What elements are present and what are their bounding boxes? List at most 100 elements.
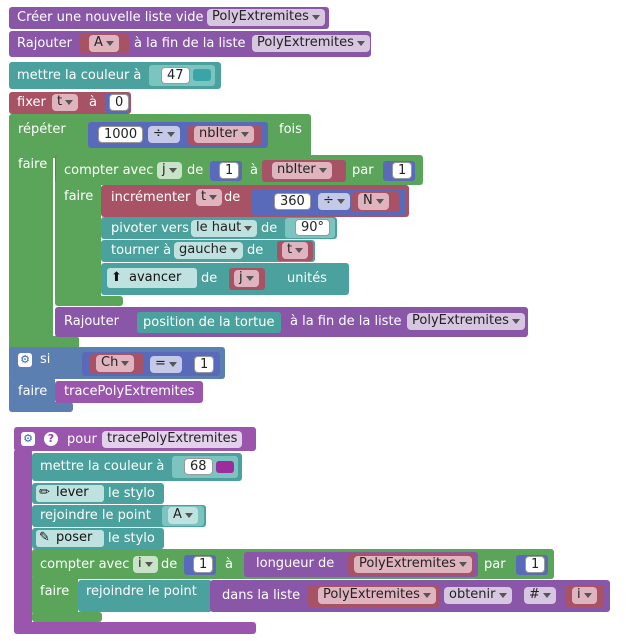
list-dropdown-2[interactable]: PolyExtremites	[407, 313, 525, 330]
variable-dropdown-t2[interactable]: t	[196, 189, 223, 206]
length-of-block[interactable]: longueur de PolyExtremites	[244, 552, 478, 577]
index-mode-dropdown[interactable]: #	[524, 587, 556, 604]
variable-dropdown-t3[interactable]: t	[282, 242, 309, 259]
index-var-socket: i	[566, 585, 604, 607]
step-socket: 1	[383, 161, 415, 181]
variable-dropdown-t[interactable]: t	[52, 94, 79, 111]
move-block[interactable]: ⬆ avancer de j unités	[101, 263, 349, 295]
variable-dropdown-j[interactable]: j	[157, 162, 182, 179]
count-i-label: compter avec	[40, 557, 130, 572]
operator-dropdown-2[interactable]: ÷	[318, 193, 350, 210]
in-list-label: dans la liste	[222, 588, 301, 603]
to-label-j: à	[250, 163, 258, 178]
divide-socket: 1000 ÷ nbIter	[88, 122, 268, 148]
to-label: à	[89, 95, 97, 110]
color-number-socket: 47	[149, 65, 215, 86]
pen-down-label: poser	[56, 530, 93, 545]
to-socket: nbIter	[262, 160, 346, 182]
number-socket: 0	[105, 93, 130, 113]
pen-up-dropdown[interactable]: ✏ lever	[36, 485, 104, 502]
goto-var-socket: A	[162, 506, 204, 526]
gear-icon-proc[interactable]: ⚙	[21, 432, 35, 446]
list-dropdown[interactable]: PolyExtremites	[252, 35, 370, 52]
set-color-block[interactable]: mettre la couleur à 47	[9, 62, 221, 89]
compare-operator-dropdown[interactable]: =	[150, 356, 182, 373]
goto-point-label: rejoindre le point	[40, 508, 151, 523]
ch-socket: Ch	[90, 354, 144, 374]
count-i-do-label: faire	[40, 584, 70, 599]
number-input-360[interactable]: 360	[274, 193, 311, 210]
get-mode-dropdown[interactable]: obtenir	[444, 587, 512, 604]
turn-var-socket: t	[277, 241, 313, 261]
color-swatch[interactable]	[193, 69, 211, 81]
append-position-block[interactable]: Rajouter position de la tortue à la fin …	[55, 307, 528, 337]
proc-color-swatch[interactable]	[216, 461, 234, 473]
call-procedure-block[interactable]: tracePolyExtremites	[55, 381, 203, 403]
count-with-label: compter avec	[64, 163, 154, 178]
list-get-block[interactable]: dans la liste PolyExtremites obtenir # i	[210, 580, 610, 612]
pen-down-block[interactable]: ✎ poser le stylo	[32, 528, 164, 549]
position-reporter[interactable]: position de la tortue	[137, 312, 281, 333]
create-list-block[interactable]: Créer une nouvelle liste vide PolyExtrem…	[9, 7, 329, 29]
variable-dropdown-i2[interactable]: i	[572, 587, 597, 604]
count-i-by-label: par	[484, 557, 506, 572]
variable-dropdown-nbiter[interactable]: nbIter	[194, 126, 254, 143]
pitch-by-label: de	[261, 221, 278, 236]
turn-label: tourner à	[111, 243, 172, 258]
set-variable-block[interactable]: fixer t à 0	[9, 92, 131, 114]
arrow-up-icon: ⬆	[111, 270, 122, 285]
compare-socket: Ch = 1	[82, 352, 220, 376]
variable-dropdown-n[interactable]: N	[358, 193, 389, 210]
set-label: fixer	[17, 95, 46, 110]
count-i-from-input[interactable]: 1	[193, 556, 214, 573]
append-label: Rajouter	[17, 36, 72, 51]
number-input-zero[interactable]: 0	[109, 94, 130, 111]
procedure-name-field[interactable]: tracePolyExtremites	[102, 431, 243, 448]
pitch-direction-dropdown[interactable]: le haut	[191, 220, 258, 237]
step-input[interactable]: 1	[392, 162, 413, 179]
count-i-from-socket: 1	[184, 555, 216, 575]
variable-dropdown-a2[interactable]: A	[168, 507, 198, 524]
nbiter-socket: nbIter	[188, 125, 262, 145]
number-input-1000[interactable]: 1000	[98, 126, 144, 143]
help-icon[interactable]: ?	[44, 432, 58, 446]
pitch-block[interactable]: pivoter vers le haut de 90°	[101, 217, 337, 239]
append-position-label: Rajouter	[64, 314, 119, 329]
count-i-bottom	[32, 612, 102, 622]
list-variable-dropdown-2[interactable]: PolyExtremites	[354, 556, 472, 573]
compare-value-input[interactable]: 1	[194, 356, 215, 373]
variable-dropdown-nbiter-2[interactable]: nbIter	[272, 162, 332, 179]
gear-icon[interactable]: ⚙	[18, 353, 32, 367]
variable-dropdown-ch[interactable]: Ch	[96, 355, 135, 372]
pen-label-2: le stylo	[108, 531, 155, 546]
color-number-input[interactable]: 47	[161, 67, 190, 84]
n-socket: N	[352, 192, 400, 212]
move-by-label: de	[201, 271, 218, 286]
by-label: par	[352, 163, 374, 178]
goto-point-block[interactable]: rejoindre le point A	[32, 505, 206, 527]
turn-block[interactable]: tourner à gauche de t	[101, 240, 315, 262]
procedure-left-bar	[14, 449, 32, 629]
count-i-step-input[interactable]: 1	[525, 556, 546, 573]
proc-color-socket: 68	[172, 456, 238, 478]
pen-up-block[interactable]: ✏ lever le stylo	[32, 483, 164, 504]
variable-dropdown-j2[interactable]: j	[234, 270, 259, 287]
end-of-list-label: à la fin de la liste	[134, 36, 246, 51]
from-input[interactable]: 1	[219, 162, 240, 179]
proc-set-color-block[interactable]: mettre la couleur à 68	[32, 453, 242, 481]
angle-socket: 90°	[285, 218, 335, 238]
list-variable-dropdown[interactable]: PolyExtremites	[207, 9, 325, 26]
count-i-to-label: à	[225, 557, 233, 572]
proc-color-input[interactable]: 68	[184, 458, 213, 475]
angle-input[interactable]: 90°	[295, 219, 331, 236]
variable-dropdown-i[interactable]: i	[133, 556, 158, 573]
append-list-block[interactable]: Rajouter A à la fin de la liste PolyExtr…	[9, 31, 371, 57]
turn-direction-dropdown[interactable]: gauche	[174, 242, 243, 259]
goto-list-point-block[interactable]: rejoindre le point	[78, 580, 212, 612]
operator-dropdown[interactable]: ÷	[148, 126, 180, 143]
variable-dropdown-a[interactable]: A	[89, 35, 119, 52]
pen-down-dropdown[interactable]: ✎ poser	[36, 530, 104, 547]
move-dropdown-wrap[interactable]: ⬆ avancer	[107, 268, 197, 288]
list-variable-dropdown-3[interactable]: PolyExtremites	[318, 587, 436, 604]
pitch-label: pivoter vers	[111, 221, 189, 236]
